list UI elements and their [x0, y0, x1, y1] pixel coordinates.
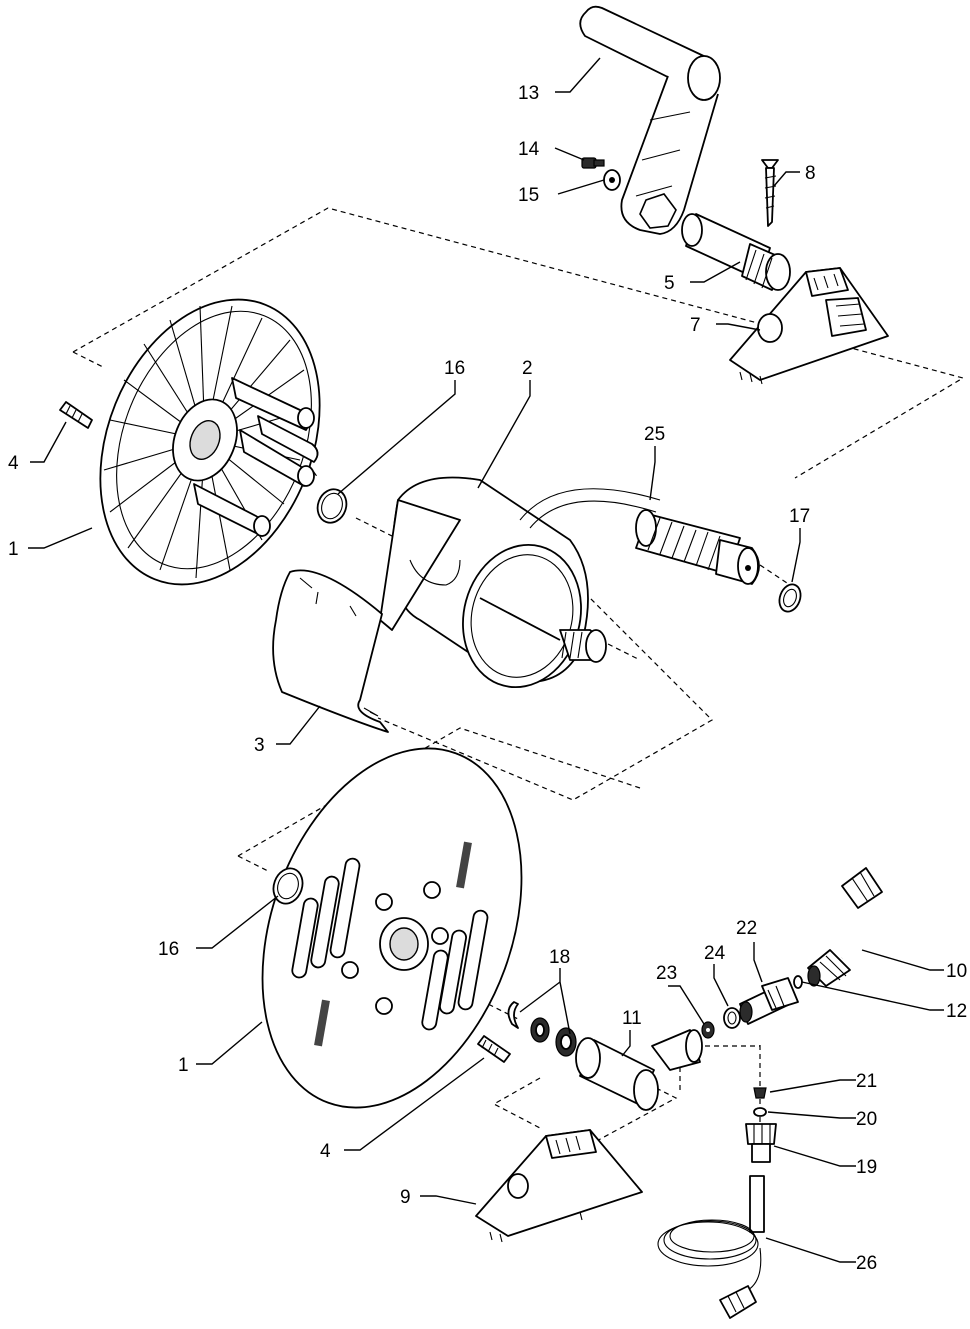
screw-part-4-top [59, 401, 93, 429]
label-18: 18 [549, 947, 570, 968]
label-8: 8 [805, 163, 816, 184]
label-21: 21 [856, 1071, 877, 1092]
connector-part-19 [745, 1123, 777, 1163]
adapter-part-22 [739, 977, 799, 1025]
label-4-top: 4 [8, 453, 19, 474]
label-11: 11 [622, 1008, 642, 1029]
bracket-part-9 [475, 1129, 643, 1243]
hose-part-26 [657, 1175, 765, 1319]
label-20: 20 [856, 1109, 877, 1130]
label-15: 15 [518, 185, 539, 206]
label-10: 10 [946, 961, 967, 982]
leader-lines [28, 57, 944, 1263]
washer-part-20 [753, 1107, 767, 1117]
label-2: 2 [522, 358, 533, 379]
label-12: 12 [946, 1001, 967, 1022]
label-17: 17 [789, 506, 810, 527]
crank-handle-part-13 [579, 5, 721, 235]
screw-part-14 [581, 157, 605, 169]
pipe-part-10 [807, 867, 896, 987]
label-19: 19 [856, 1157, 877, 1178]
bracket-part-7 [729, 267, 889, 385]
screw-part-4-bottom [477, 1035, 511, 1063]
label-5: 5 [664, 273, 675, 294]
label-1-bottom: 1 [178, 1055, 189, 1076]
label-23: 23 [656, 963, 677, 984]
o-ring-part-17 [778, 583, 802, 613]
cover-shell-part-3 [272, 569, 389, 733]
label-4-bottom: 4 [320, 1141, 331, 1162]
label-24: 24 [704, 943, 726, 964]
screw-part-8 [761, 159, 779, 227]
hose-connector-part-25 [519, 488, 760, 585]
gasket-part-23 [701, 1021, 715, 1039]
label-9: 9 [400, 1187, 411, 1208]
seals-part-18 [507, 1001, 577, 1057]
part-labels: 13 14 15 8 5 7 16 2 25 4 17 1 3 22 10 18… [8, 83, 967, 1274]
label-26: 26 [856, 1253, 877, 1274]
reel-drum-part-2 [379, 476, 607, 689]
label-25: 25 [644, 424, 665, 445]
label-3: 3 [254, 735, 265, 756]
reel-disc-part-1-top [99, 298, 321, 586]
label-7: 7 [690, 315, 701, 336]
label-1-top: 1 [8, 539, 19, 560]
label-16-bottom: 16 [158, 939, 179, 960]
o-ring-part-16-bottom [272, 867, 304, 905]
label-14: 14 [518, 139, 540, 160]
o-ring-part-12 [793, 975, 803, 989]
shaft-part-5 [681, 213, 791, 291]
label-13: 13 [518, 83, 539, 104]
label-22: 22 [736, 918, 757, 939]
o-ring-part-24 [723, 1007, 741, 1029]
o-ring-part-16-top [316, 488, 348, 524]
reel-plate-part-1-bottom [261, 747, 523, 1109]
label-16-top: 16 [444, 358, 465, 379]
washer-part-15 [603, 169, 621, 191]
fitting-part-21 [753, 1087, 767, 1099]
swivel-elbow-part-11 [575, 1029, 703, 1111]
